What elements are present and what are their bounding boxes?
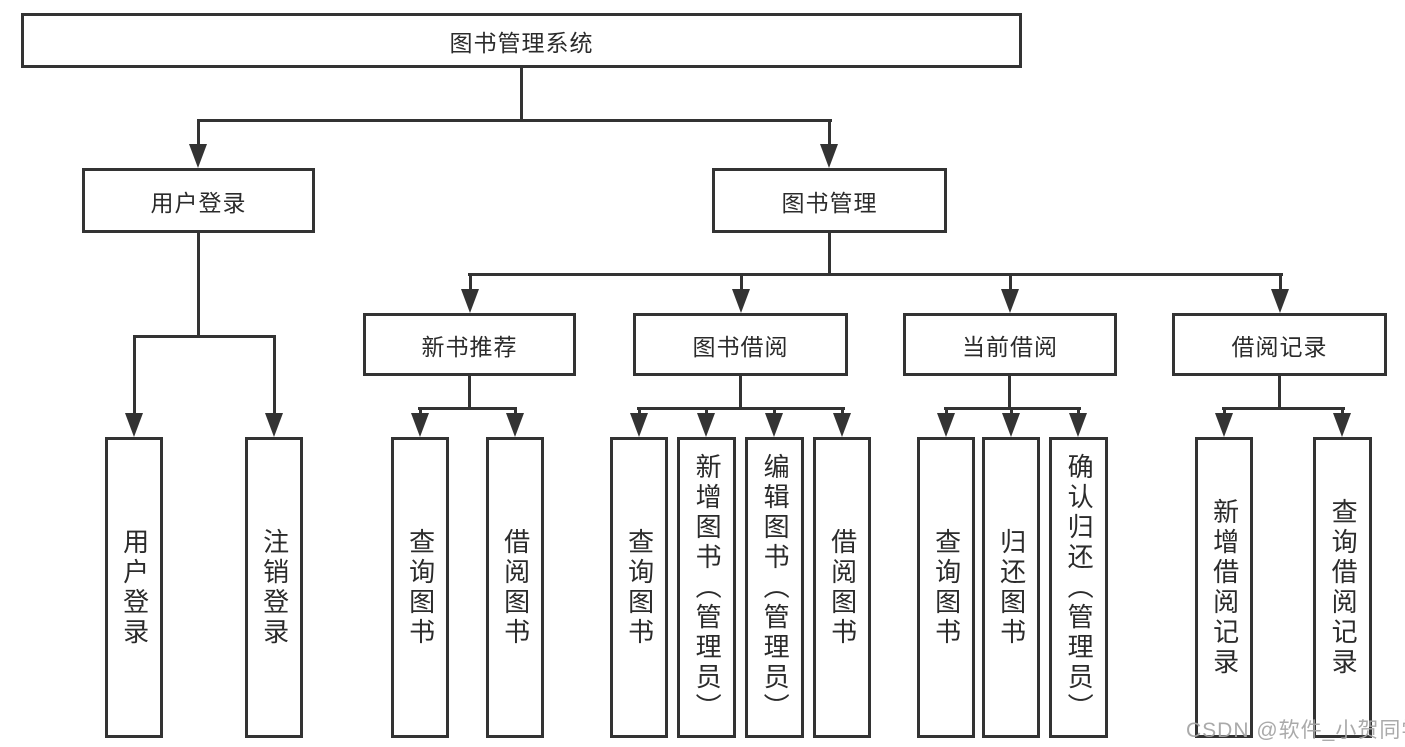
- connector-arrow: [1002, 407, 1020, 437]
- arrowhead-down-icon: [765, 413, 783, 437]
- leaf-query-book-borrow: 查询图书: [610, 437, 668, 738]
- leaf-add-borrow-record: 新增借阅记录: [1195, 437, 1253, 738]
- leaf-label: 确认归还（管理员）: [1064, 452, 1095, 723]
- leaf-label: 查询图书: [624, 527, 655, 648]
- leaf-confirm-return-admin: 确认归还（管理员）: [1049, 437, 1108, 738]
- arrowhead-down-icon: [1002, 413, 1020, 437]
- connector-arrow: [937, 407, 955, 437]
- arrowhead-down-icon: [189, 144, 207, 168]
- connector-stem-borrowing: [739, 374, 742, 410]
- connector-arrow: [1333, 407, 1351, 437]
- node-book-borrowing-label: 图书借阅: [692, 333, 789, 360]
- connector-stem-current: [1008, 374, 1011, 410]
- leaf-label: 编辑图书（管理员）: [760, 452, 791, 723]
- leaf-edit-book-admin: 编辑图书（管理员）: [745, 437, 804, 738]
- connector-arrow: [125, 335, 143, 437]
- leaf-label: 新增图书（管理员）: [692, 452, 723, 723]
- connector-arrow: [732, 273, 750, 313]
- node-book-management-label: 图书管理: [781, 189, 878, 216]
- connector-arrow: [1001, 273, 1019, 313]
- leaf-label: 查询图书: [405, 527, 436, 648]
- connector-arrow: [1215, 407, 1233, 437]
- leaf-label: 查询图书: [931, 527, 962, 648]
- arrowhead-down-icon: [732, 289, 750, 313]
- leaf-add-book-admin: 新增图书（管理员）: [677, 437, 736, 738]
- leaf-user-login: 用户登录: [105, 437, 163, 738]
- watermark-text: CSDN @软件_小贺同学: [1186, 719, 1405, 742]
- leaf-label: 借阅图书: [827, 527, 858, 648]
- connector-arrow: [189, 119, 207, 168]
- leaf-query-borrow-record: 查询借阅记录: [1313, 437, 1372, 738]
- arrowhead-down-icon: [1333, 413, 1351, 437]
- connector-arrow: [265, 335, 283, 437]
- node-user-login: 用户登录: [82, 168, 315, 233]
- connector-stem-book-management: [828, 233, 831, 276]
- connector-branch-book-management: [468, 273, 1283, 276]
- node-borrowing-records-label: 借阅记录: [1231, 333, 1328, 360]
- node-current-borrowing: 当前借阅: [903, 313, 1117, 376]
- leaf-label: 用户登录: [119, 527, 150, 648]
- leaf-label: 新增借阅记录: [1209, 497, 1240, 678]
- connector-arrow: [765, 407, 783, 437]
- arrowhead-down-icon: [411, 413, 429, 437]
- connector-arrow: [1069, 407, 1087, 437]
- connector-branch-user-login: [133, 335, 276, 338]
- node-current-borrowing-label: 当前借阅: [962, 333, 1058, 360]
- node-new-book-recommend: 新书推荐: [363, 313, 576, 376]
- arrowhead-down-icon: [1069, 413, 1087, 437]
- connector-branch-level1: [197, 119, 832, 122]
- node-book-management: 图书管理: [712, 168, 947, 233]
- arrowhead-down-icon: [506, 413, 524, 437]
- connector-arrow: [697, 407, 715, 437]
- connector-arrow: [833, 407, 851, 437]
- arrowhead-down-icon: [265, 413, 283, 437]
- arrowhead-down-icon: [1001, 289, 1019, 313]
- node-root-label: 图书管理系统: [449, 29, 594, 56]
- node-new-book-recommend-label: 新书推荐: [421, 333, 518, 360]
- leaf-query-book-recommend: 查询图书: [391, 437, 449, 738]
- connector-arrow: [506, 407, 524, 437]
- leaf-label: 注销登录: [259, 527, 290, 648]
- leaf-borrow-book: 借阅图书: [813, 437, 871, 738]
- arrowhead-down-icon: [1215, 413, 1233, 437]
- leaf-label: 查询借阅记录: [1328, 497, 1359, 678]
- connector-arrow: [411, 407, 429, 437]
- arrowhead-down-icon: [833, 413, 851, 437]
- arrowhead-down-icon: [820, 144, 838, 168]
- arrowhead-down-icon: [937, 413, 955, 437]
- leaf-return-book: 归还图书: [982, 437, 1040, 738]
- arrowhead-down-icon: [461, 289, 479, 313]
- leaf-logout-login: 注销登录: [245, 437, 303, 738]
- connector-stem-records: [1278, 374, 1281, 410]
- arrowhead-down-icon: [1271, 289, 1289, 313]
- node-root: 图书管理系统: [21, 13, 1022, 68]
- leaf-label: 归还图书: [996, 527, 1027, 648]
- connector-stem-user-login: [197, 233, 200, 338]
- leaf-query-book-current: 查询图书: [917, 437, 975, 738]
- connector-stem-new-book: [468, 374, 471, 410]
- arrowhead-down-icon: [697, 413, 715, 437]
- leaf-borrow-book-recommend: 借阅图书: [486, 437, 544, 738]
- arrowhead-down-icon: [125, 413, 143, 437]
- connector-branch-current: [944, 407, 1081, 410]
- connector-branch-borrowing: [637, 407, 845, 410]
- leaf-label: 借阅图书: [500, 527, 531, 648]
- connector-arrow: [820, 119, 838, 168]
- connector-stem-root: [520, 68, 523, 122]
- connector-branch-new-book: [418, 407, 517, 410]
- node-user-login-label: 用户登录: [150, 189, 247, 216]
- node-book-borrowing: 图书借阅: [633, 313, 848, 376]
- connector-arrow: [461, 273, 479, 313]
- arrowhead-down-icon: [630, 413, 648, 437]
- connector-arrow: [630, 407, 648, 437]
- connector-arrow: [1271, 273, 1289, 313]
- connector-branch-records: [1222, 407, 1345, 410]
- node-borrowing-records: 借阅记录: [1172, 313, 1387, 376]
